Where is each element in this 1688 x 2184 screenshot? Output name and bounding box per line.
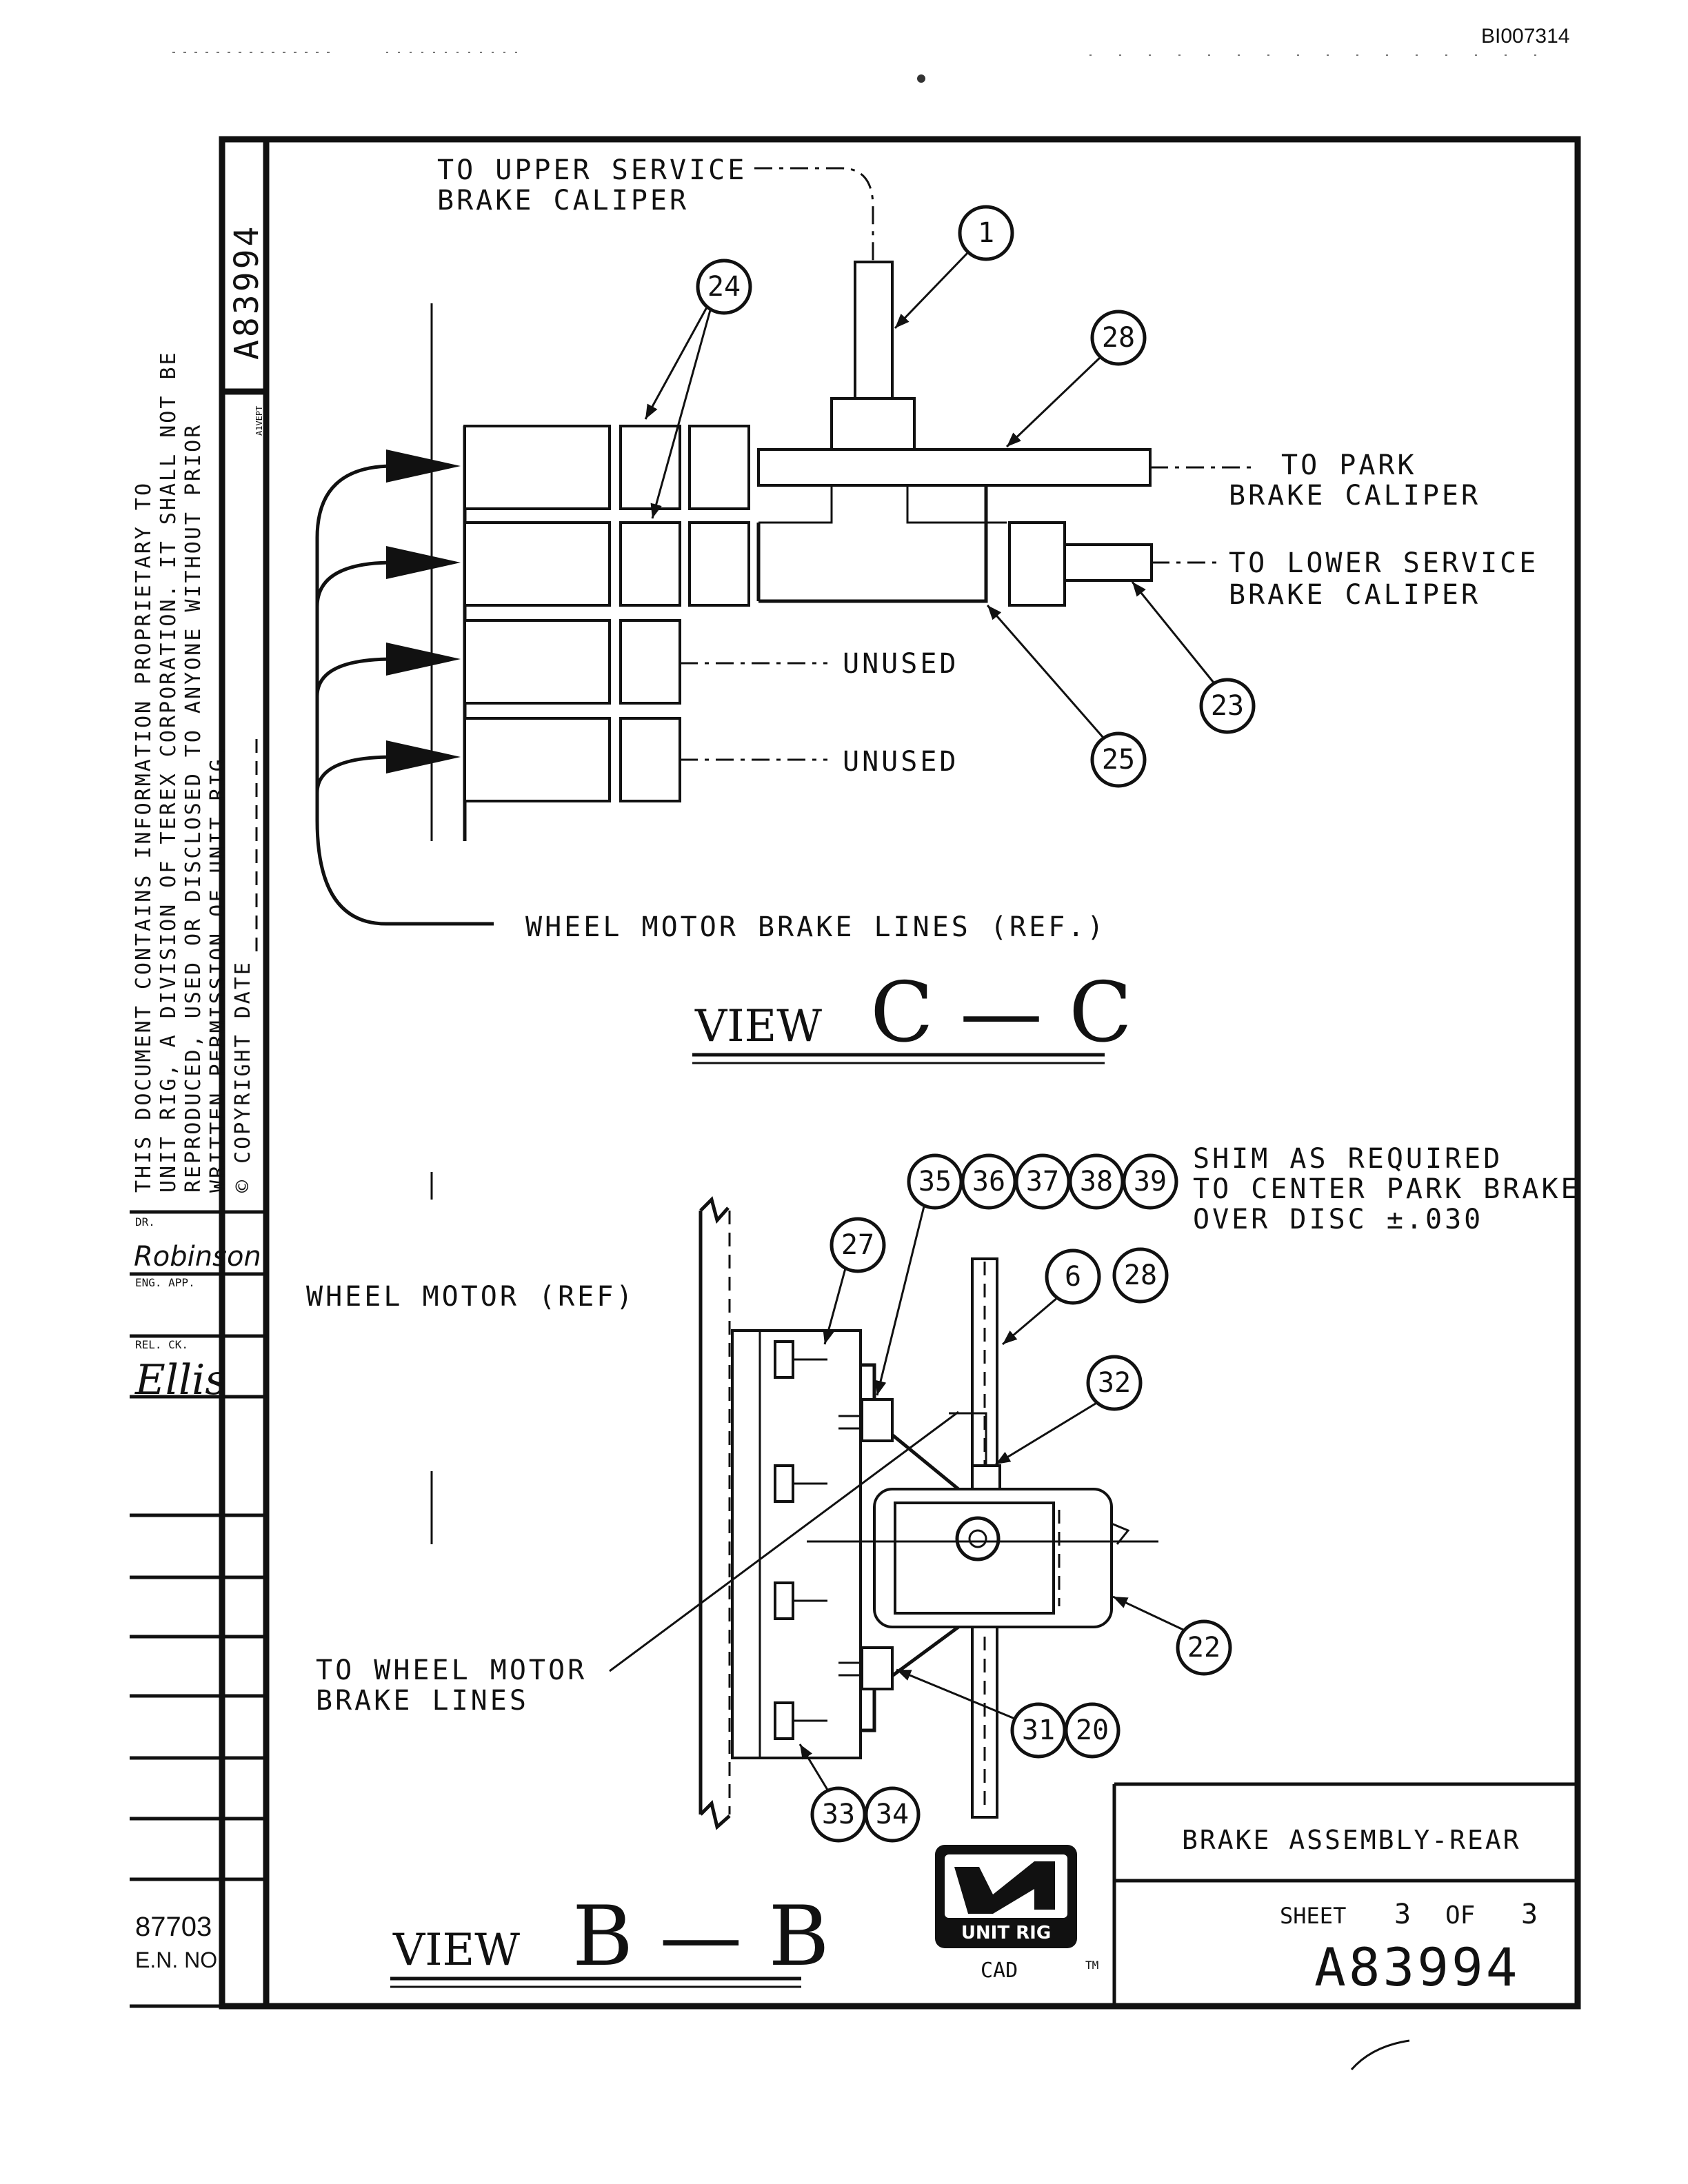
scan-specks xyxy=(172,52,1551,83)
proprietary-notice: THIS DOCUMENT CONTAINS INFORMATION PROPR… xyxy=(132,350,258,1193)
sheet-total: 3 xyxy=(1521,1899,1538,1930)
of-label: OF xyxy=(1445,1901,1475,1930)
balloon-37: 37 xyxy=(1026,1166,1059,1197)
label-lower-caliper-1: TO LOWER SERVICE xyxy=(1229,547,1538,579)
revision-tab: A1VEPT xyxy=(254,406,264,436)
dr-label: DR. xyxy=(135,1215,155,1228)
view-bb: 35 36 37 38 39 27 6 28 32 22 31 20 33 34… xyxy=(306,1143,1580,1988)
label-shim-1: SHIM AS REQUIRED xyxy=(1193,1143,1503,1175)
label-upper-caliper-1: TO UPPER SERVICE xyxy=(437,154,747,186)
eng-app-label: ENG. APP. xyxy=(135,1276,195,1289)
label-lower-caliper-2: BRAKE CALIPER xyxy=(1229,579,1480,611)
rel-ck-name: Ellis xyxy=(134,1356,226,1404)
label-unused-2: UNUSED xyxy=(843,746,959,778)
rel-ck-label: REL. CK. xyxy=(135,1338,188,1351)
label-park-caliper-2: BRAKE CALIPER xyxy=(1229,480,1480,512)
balloon-1: 1 xyxy=(978,217,994,249)
balloon-20: 20 xyxy=(1076,1715,1109,1746)
view-cc-letters: C — C xyxy=(870,965,1132,1061)
label-to-wheel-motor-2: BRAKE LINES xyxy=(316,1685,529,1717)
balloon-22: 22 xyxy=(1187,1632,1220,1664)
balloon-28b: 28 xyxy=(1124,1260,1157,1291)
label-upper-caliper-2: BRAKE CALIPER xyxy=(437,185,689,216)
view-cc-word: VIEW xyxy=(694,1001,822,1052)
notice-line-5: © COPYRIGHT DATE xyxy=(231,960,255,1193)
balloon-23: 23 xyxy=(1211,690,1244,722)
balloon-28: 28 xyxy=(1102,322,1135,354)
label-wheel-motor-ref: WHEEL MOTOR (REF) xyxy=(306,1281,635,1313)
dr-name: Robinson xyxy=(134,1241,261,1273)
balloon-27: 27 xyxy=(841,1229,874,1261)
title-block: UNIT RIG CAD TM BRAKE ASSEMBLY-REAR SHEE… xyxy=(935,1825,1538,1998)
view-bb-letters: B — B xyxy=(572,1889,830,1985)
logo-text: UNIT RIG xyxy=(961,1923,1051,1943)
en-label: E.N. NO. xyxy=(135,1948,223,1972)
balloon-24: 24 xyxy=(707,271,741,303)
doc-id-corner: BI007314 xyxy=(1481,25,1569,48)
pen-mark xyxy=(1350,2039,1410,2070)
plate-bolts xyxy=(774,1340,827,1740)
drawing-title: BRAKE ASSEMBLY-REAR xyxy=(1182,1825,1521,1855)
balloon-31: 31 xyxy=(1022,1715,1055,1746)
notice-line-2: UNIT RIG, A DIVISION OF TEREX CORPORATIO… xyxy=(157,350,181,1193)
balloon-34: 34 xyxy=(876,1799,909,1830)
label-shim-3: OVER DISC ±.030 xyxy=(1193,1204,1483,1235)
balloon-6: 6 xyxy=(1065,1261,1081,1293)
cad-label: CAD xyxy=(981,1959,1018,1983)
balloon-39: 39 xyxy=(1134,1166,1167,1197)
notice-line-1: THIS DOCUMENT CONTAINS INFORMATION PROPR… xyxy=(132,481,156,1193)
notice-line-4: WRITTEN PERMISSION OF UNIT RIG. xyxy=(206,742,230,1193)
notice-line-3: REPRODUCED, USED OR DISCLOSED TO ANYONE … xyxy=(181,423,205,1193)
tm-label: TM xyxy=(1085,1959,1098,1972)
label-to-wheel-motor-1: TO WHEEL MOTOR xyxy=(316,1655,587,1686)
balloon-25: 25 xyxy=(1102,744,1135,776)
drawing-frame xyxy=(130,136,1581,2010)
balloon-35: 35 xyxy=(918,1166,952,1197)
view-bb-word: VIEW xyxy=(392,1925,520,1976)
label-wheel-motor-lines: WHEEL MOTOR BRAKE LINES (REF.) xyxy=(525,911,1106,943)
balloon-36: 36 xyxy=(972,1166,1005,1197)
title-strip: DR. Robinson ENG. APP. REL. CK. Ellis 87… xyxy=(134,1215,261,1972)
view-cc: 1 24 28 23 25 TO UPPER SERVICE BRAKE CAL… xyxy=(315,154,1538,1064)
balloon-33: 33 xyxy=(822,1799,855,1830)
sheet-label: SHEET xyxy=(1280,1903,1346,1929)
drawing-number-vertical: A83994 xyxy=(228,224,266,360)
balloon-38: 38 xyxy=(1080,1166,1113,1197)
label-park-caliper-1: TO PARK xyxy=(1281,449,1417,481)
unit-rig-logo: UNIT RIG xyxy=(935,1845,1077,1948)
label-unused-1: UNUSED xyxy=(843,648,959,680)
label-shim-2: TO CENTER PARK BRAKE xyxy=(1193,1173,1580,1205)
balloon-32: 32 xyxy=(1098,1367,1131,1399)
sheet-number: 3 xyxy=(1394,1899,1411,1930)
en-number: 87703 xyxy=(135,1912,212,1942)
title-drawing-number: A83994 xyxy=(1314,1937,1520,1998)
